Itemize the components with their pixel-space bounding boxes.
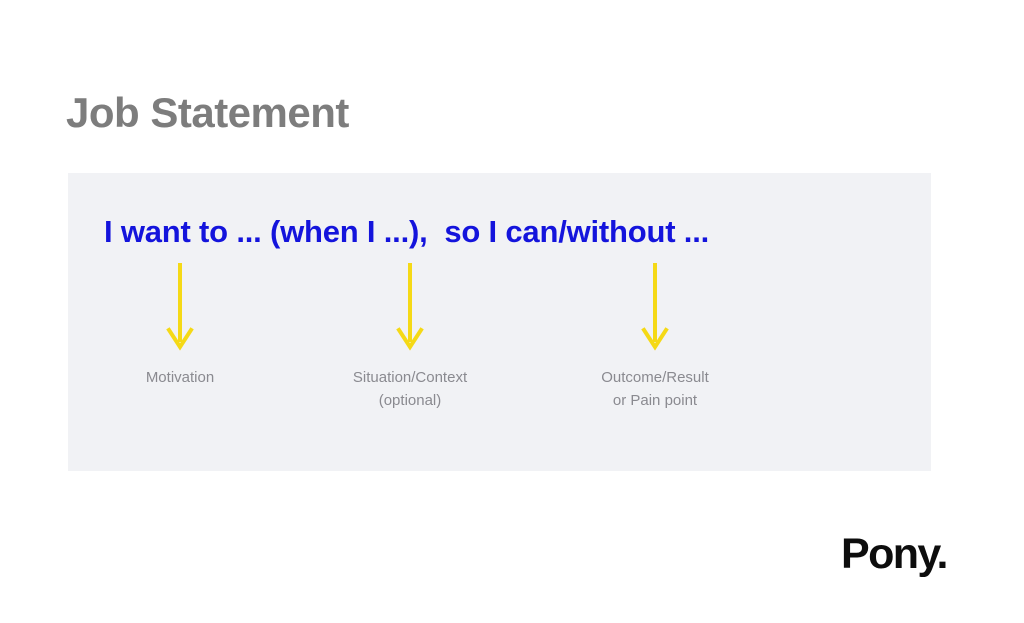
annotation-column-outcome: Outcome/Result or Pain point	[555, 262, 755, 413]
annotation-label-outcome: Outcome/Result or Pain point	[601, 369, 709, 410]
pony-logo: Pony.	[841, 530, 948, 578]
job-statement-formula: I want to ... (when I ...), so I can/wit…	[104, 214, 710, 249]
down-arrow-icon	[641, 263, 669, 351]
annotation-column-situation: Situation/Context (optional)	[310, 262, 510, 413]
down-arrow-icon	[396, 263, 424, 351]
annotation-label-situation: Situation/Context (optional)	[352, 369, 468, 410]
annotation-column-motivation: Motivation	[80, 262, 280, 389]
page-title: Job Statement	[66, 89, 349, 136]
job-statement-panel: I want to ... (when I ...), so I can/wit…	[68, 173, 931, 471]
annotation-label-motivation: Motivation	[145, 369, 215, 386]
down-arrow-icon	[166, 263, 194, 351]
